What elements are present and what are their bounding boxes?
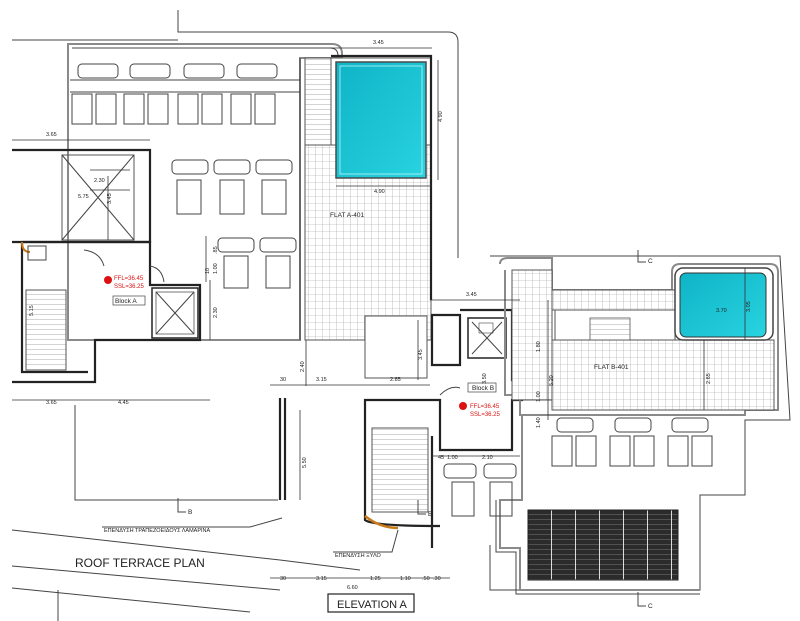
pool-a (335, 61, 427, 179)
elevation-title: ELEVATION A (337, 599, 408, 611)
section-b-left-label: B (188, 509, 192, 516)
plan-title: ROOF TERRACE PLAN (75, 556, 205, 570)
dim-490-side: 4.90 (438, 111, 444, 122)
dim-365-top: 3.65 (46, 132, 57, 138)
dim-10: 10 (205, 268, 211, 274)
section-b-right-label: B (428, 511, 432, 518)
dim-100-b: 1.00 (536, 391, 542, 402)
dim-140: 1.40 (536, 417, 542, 428)
solar-panels (527, 509, 679, 581)
block-a-core: Block A FFL=36.45 SSL=36.25 (12, 148, 202, 384)
ssl-b: SSL=36.25 (470, 412, 501, 418)
dim-550: 5.50 (302, 457, 308, 468)
drawing-titles: ROOF TERRACE PLAN ELEVATION A (57, 556, 415, 621)
block-a-terrace (67, 43, 343, 341)
dim-125: 1.25 (370, 576, 381, 582)
dim-265: 2.65 (706, 373, 712, 384)
dim-180: 1.80 (536, 341, 542, 352)
dim-365-bottom: 3.65 (46, 400, 57, 406)
flat-a-label: FLAT A-401 (330, 212, 364, 219)
dim-660: 6.60 (347, 585, 358, 591)
dim-575: 5.75 (78, 194, 89, 200)
block-a-label: Block A (115, 298, 137, 305)
dim-85: .85 (213, 246, 219, 254)
dimension-lines (12, 47, 746, 579)
section-markers: B B C C (177, 250, 653, 610)
dim-100: 1.00 (213, 263, 219, 274)
flat-a-terrace: FLAT A-401 (304, 54, 433, 341)
dim-520: 5.20 (549, 375, 555, 386)
sun-loungers-block-b (443, 417, 713, 517)
dim-315-a: 3.15 (316, 377, 327, 383)
dim-345-b: 3.45 (418, 349, 424, 360)
dim-50: .50 (422, 576, 430, 582)
note-cladding-wood: ΕΠΕΝΔΥΣΗ ΞΥΛΟ (335, 553, 382, 559)
dim-345-mid: 3.45 (466, 292, 477, 298)
dim-30-b: 30 (280, 576, 286, 582)
ffl-b: FFL=36.45 (470, 404, 500, 410)
ffl-a: FFL=36.45 (114, 276, 144, 282)
dim-350: 3.50 (482, 373, 488, 384)
dim-100-c: 1.00 (447, 455, 458, 461)
dimension-texts: 3.45 4.90 4.90 3.65 2.30 5.75 3.45 .85 1… (29, 40, 752, 591)
dim-515: 5.15 (29, 305, 35, 316)
ssl-a: SSL=36.25 (114, 284, 145, 290)
section-c-bottom-label: C (648, 603, 653, 610)
central-link: Block B FFL=36.45 SSL=36.25 (278, 308, 524, 548)
dim-490-bottom: 4.90 (374, 189, 385, 195)
note-cladding-metal: ΕΠΕΝΔΥΣΗ ΤΡΑΠΕΖΟΕΙΔΟΥΣ ΛΑΜΑΡΙΝΑ (104, 528, 210, 534)
dim-315-b: 3.15 (316, 576, 327, 582)
sun-loungers-block-a (70, 63, 300, 289)
dim-240: 2.40 (300, 361, 306, 372)
dim-45: 45 (438, 455, 444, 461)
dim-345-top: 3.45 (373, 40, 384, 46)
block-b-label: Block B (472, 385, 494, 392)
section-c-top-label: C (648, 258, 653, 265)
dim-445: 4.45 (118, 400, 129, 406)
dim-230-vert: 2.30 (213, 307, 219, 318)
dim-30-a: 30 (280, 377, 286, 383)
pool-b (679, 272, 767, 338)
dim-305: 3.05 (746, 301, 752, 312)
level-marker-icon (104, 276, 112, 284)
dim-285: 2.85 (390, 377, 401, 383)
dim-110: 1.10 (400, 576, 411, 582)
dim-230-left: 2.30 (94, 178, 105, 184)
dim-30-c: .30 (433, 576, 441, 582)
annotations: ΕΠΕΝΔΥΣΗ ΤΡΑΠΕΖΟΕΙΔΟΥΣ ΛΑΜΑΡΙΝΑ ΕΠΕΝΔΥΣΗ… (102, 517, 399, 559)
block-b-terrace: FLAT B-401 (495, 257, 779, 595)
dim-210: 2.10 (482, 455, 493, 461)
dim-345-vert: 3.45 (107, 193, 113, 204)
level-marker-b-icon (459, 402, 467, 410)
dim-370: 3.70 (716, 308, 727, 314)
flat-b-label: FLAT B-401 (594, 364, 629, 371)
